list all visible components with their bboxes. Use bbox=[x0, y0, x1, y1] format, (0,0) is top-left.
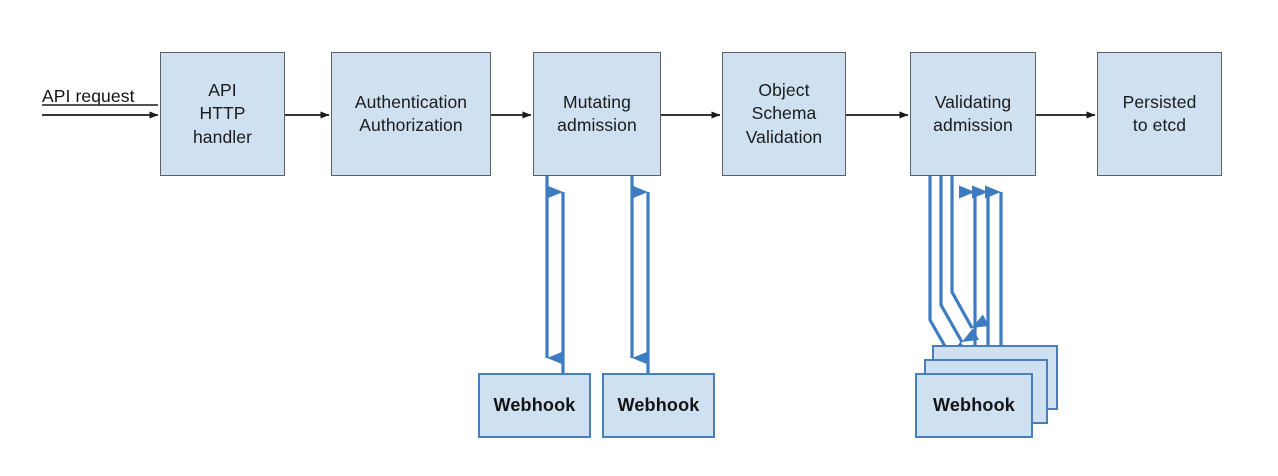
validating-webhook-down-arrows bbox=[928, 176, 990, 356]
node-mutating-admission[interactable]: Mutating admission bbox=[533, 52, 661, 176]
node-object-schema-validation[interactable]: Object Schema Validation bbox=[722, 52, 846, 176]
node-api-http-handler[interactable]: API HTTP handler bbox=[160, 52, 285, 176]
webhook-mutating-1[interactable]: Webhook bbox=[478, 373, 591, 438]
node-validating-admission[interactable]: Validating admission bbox=[910, 52, 1036, 176]
entry-label-api-request: API request bbox=[42, 86, 135, 106]
webhook-validating-1[interactable]: Webhook bbox=[915, 373, 1033, 438]
node-persisted-to-etcd[interactable]: Persisted to etcd bbox=[1097, 52, 1222, 176]
node-authentication-authorization[interactable]: Authentication Authorization bbox=[331, 52, 491, 176]
mutating-webhook-2-call bbox=[630, 176, 650, 373]
mutating-webhook-1-call bbox=[545, 176, 565, 373]
webhook-mutating-2[interactable]: Webhook bbox=[602, 373, 715, 438]
